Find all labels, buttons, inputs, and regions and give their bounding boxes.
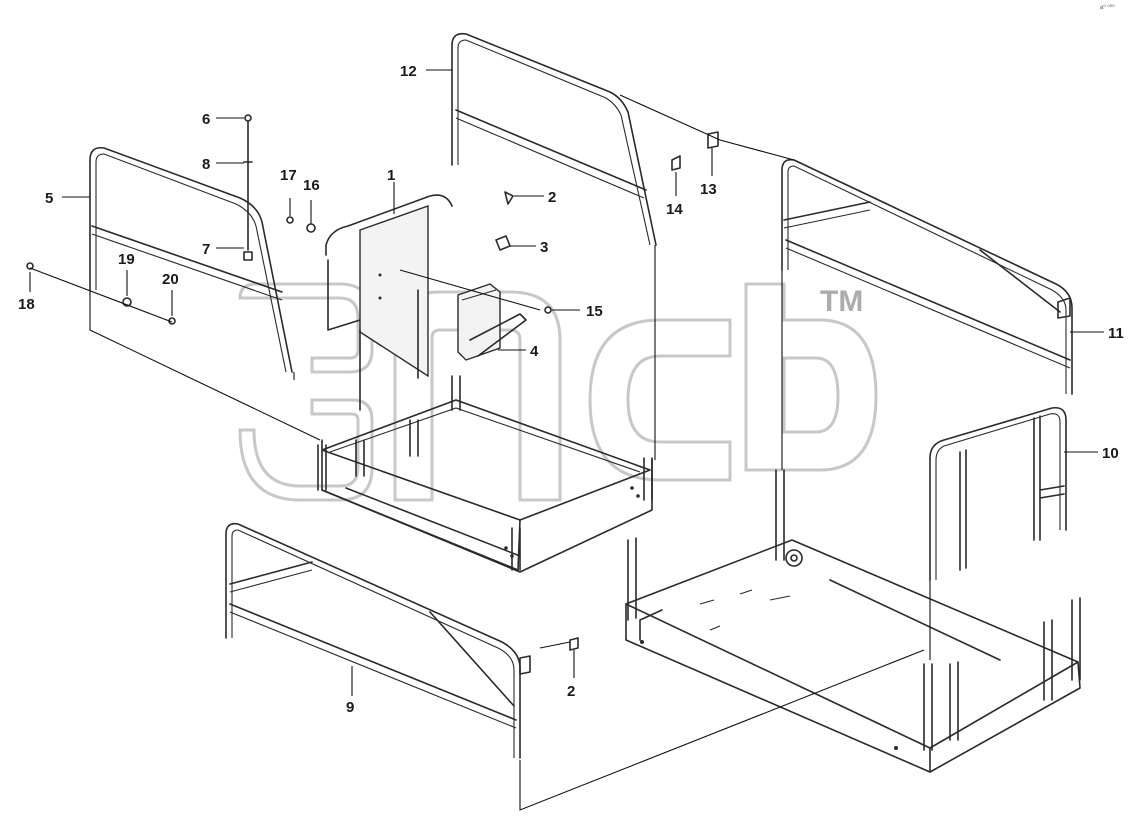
callouts: 1 2 2 3 4 5 6 7 8 9 10 11 12 13 14 15 16… bbox=[18, 63, 1124, 716]
callout-3: 3 bbox=[540, 239, 548, 256]
callout-20: 20 bbox=[162, 271, 179, 288]
part-11-right-rail bbox=[781, 158, 1073, 395]
callout-6: 6 bbox=[202, 111, 210, 128]
part-12-top-rail bbox=[451, 32, 657, 246]
part-5-left-rail bbox=[89, 146, 293, 373]
callout-leaders bbox=[29, 69, 1104, 696]
right-platform-tray bbox=[625, 469, 1081, 773]
part-10-small-rail bbox=[929, 406, 1067, 581]
left-platform-tray bbox=[317, 375, 653, 573]
callout-18: 18 bbox=[18, 296, 35, 313]
callout-19: 19 bbox=[118, 251, 135, 268]
alignment-lines bbox=[29, 94, 931, 811]
callout-11: 11 bbox=[1108, 325, 1124, 342]
callout-9: 9 bbox=[346, 699, 354, 716]
callout-5: 5 bbox=[45, 190, 53, 207]
callout-12: 12 bbox=[400, 63, 417, 80]
part-4-bracket bbox=[457, 283, 527, 361]
callout-2-lower: 2 bbox=[567, 683, 575, 700]
hardware-items bbox=[26, 114, 719, 651]
callout-8: 8 bbox=[202, 156, 210, 173]
callout-13: 13 bbox=[700, 181, 717, 198]
callout-7: 7 bbox=[202, 241, 210, 258]
watermark-tm: TM bbox=[820, 285, 863, 318]
callout-15: 15 bbox=[586, 303, 603, 320]
corner-code: a⁰ ⁰⁰⁰ bbox=[1100, 4, 1115, 11]
watermark-logo: TM bbox=[238, 282, 878, 502]
callout-4: 4 bbox=[530, 343, 539, 360]
callout-1: 1 bbox=[387, 167, 395, 184]
part-9-bottom-rail bbox=[225, 522, 531, 759]
callout-10: 10 bbox=[1102, 445, 1119, 462]
callout-16: 16 bbox=[303, 177, 320, 194]
part-1-panel bbox=[325, 194, 453, 411]
callout-17: 17 bbox=[280, 167, 297, 184]
callout-14: 14 bbox=[666, 201, 683, 218]
callout-2-upper: 2 bbox=[548, 189, 556, 206]
